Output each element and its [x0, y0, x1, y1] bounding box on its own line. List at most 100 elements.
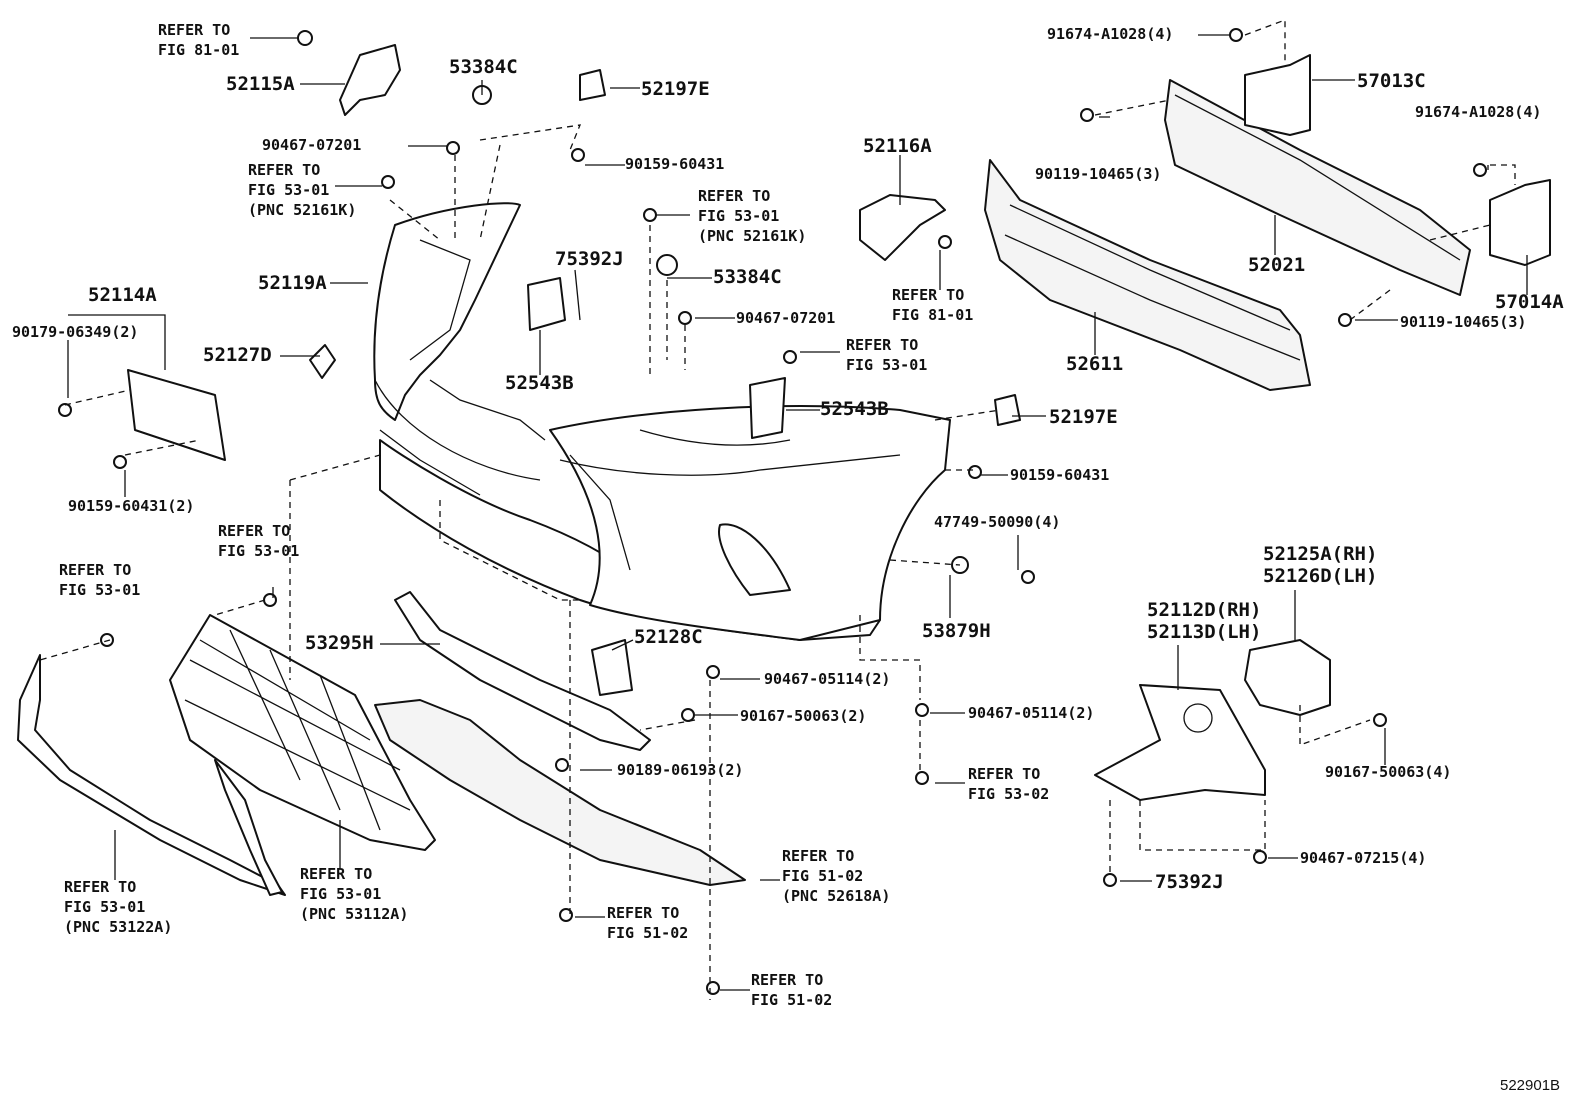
fig-ref: FIG 51-02 — [782, 867, 864, 885]
refer-fig-53-01-pnc-52161k-left: REFER TO FIG 53-01 (PNC 52161K) — [248, 160, 356, 220]
license-bracket-shape — [127, 369, 226, 461]
refer-fig-53-01-grille-bolt: REFER TO FIG 53-01 — [218, 521, 299, 561]
part-75392j-mid: 75392J — [555, 248, 624, 270]
part-52116a: 52116A — [863, 135, 932, 157]
part-52543b-left: 52543B — [505, 372, 574, 394]
hook-cover-52127d-shape — [309, 344, 336, 379]
assembly-lines — [39, 19, 1516, 1000]
fasteners — [58, 28, 1487, 995]
part-90467-07215: 90467-07215(4) — [1300, 849, 1427, 867]
fog-cover-hole-shape — [1183, 703, 1213, 733]
part-52114a: 52114A — [88, 284, 157, 306]
bracket-57014a-shape — [1489, 179, 1551, 266]
retainer-52115a-shape — [339, 44, 401, 116]
part-52021: 52021 — [1248, 254, 1306, 276]
under-cover-shape — [374, 699, 746, 886]
part-90467-05114-a: 90467-05114(2) — [764, 670, 891, 688]
part-90167-50063-b: 90167-50063(4) — [1325, 763, 1452, 781]
clip-52197e-top-shape — [579, 69, 606, 101]
part-47749-50090: 47749-50090(4) — [934, 513, 1061, 531]
pnc-ref: (PNC 52161K) — [248, 201, 357, 219]
part-52543b-right: 52543B — [820, 398, 889, 420]
fog-cover-shape — [1094, 684, 1266, 801]
refer-line: REFER TO — [782, 847, 855, 865]
refer-fig-53-01-upper-right: REFER TO FIG 53-01 — [846, 335, 927, 375]
part-52125a-rh: 52125A(RH) — [1263, 543, 1378, 565]
fig-ref: FIG 53-01 — [59, 581, 141, 599]
fig-ref: FIG 53-01 — [218, 542, 300, 560]
fig-ref: FIG 53-01 — [300, 885, 382, 903]
pnc-ref: (PNC 53112A) — [300, 905, 409, 923]
part-53879h: 53879H — [922, 620, 991, 642]
part-90467-07201-left: 90467-07201 — [262, 136, 362, 154]
part-53384c-mid: 53384C — [713, 266, 782, 288]
fig-ref: FIG 81-01 — [892, 306, 974, 324]
part-90159-60431-2: 90159-60431(2) — [68, 497, 195, 515]
part-52197e-top: 52197E — [641, 78, 710, 100]
part-90189-06193: 90189-06193(2) — [617, 761, 744, 779]
refer-fig-51-02-pnc-52618a: REFER TO FIG 51-02 (PNC 52618A) — [782, 846, 890, 906]
refer-fig-51-02-bottom: REFER TO FIG 51-02 — [751, 970, 832, 1010]
refer-fig-53-01-molding-bolt: REFER TO FIG 53-01 — [59, 560, 140, 600]
part-53295h: 53295H — [305, 632, 374, 654]
part-52127d: 52127D — [203, 344, 272, 366]
refer-line: REFER TO — [846, 336, 919, 354]
hook-cover-52128c-shape — [591, 639, 633, 696]
refer-line: REFER TO — [892, 286, 965, 304]
radiator-grille-shape — [169, 614, 436, 851]
clip-52197e-right-shape — [994, 394, 1021, 426]
refer-fig-53-01-pnc-53122a: REFER TO FIG 53-01 (PNC 53122A) — [64, 877, 172, 937]
part-90159-60431-right: 90159-60431 — [1010, 466, 1110, 484]
part-52126d-lh: 52126D(LH) — [1263, 565, 1378, 587]
pad-52543b-right-shape — [749, 377, 786, 439]
part-52112d-rh: 52112D(RH) — [1147, 599, 1262, 621]
refer-line: REFER TO — [218, 522, 291, 540]
bumper-cover-shape — [373, 202, 951, 641]
fog-bracket-shape — [1244, 639, 1331, 716]
part-90467-07201-mid: 90467-07201 — [736, 309, 836, 327]
refer-line: REFER TO — [968, 765, 1041, 783]
refer-line: REFER TO — [158, 21, 231, 39]
part-52113d-lh: 52113D(LH) — [1147, 621, 1262, 643]
part-90467-05114-b: 90467-05114(2) — [968, 704, 1095, 722]
part-90119-10465-top: 90119-10465(3) — [1035, 165, 1162, 183]
refer-fig-81-01-top: REFER TO FIG 81-01 — [158, 20, 239, 60]
pad-52543b-left-shape — [527, 277, 566, 331]
fig-ref: FIG 53-02 — [968, 785, 1050, 803]
refer-line: REFER TO — [751, 971, 824, 989]
pnc-ref: (PNC 53122A) — [64, 918, 173, 936]
side-molding-shape — [214, 759, 283, 896]
energy-absorber-shape — [984, 159, 1311, 391]
part-90167-50063-a: 90167-50063(2) — [740, 707, 867, 725]
refer-fig-53-02: REFER TO FIG 53-02 — [968, 764, 1049, 804]
refer-line: REFER TO — [59, 561, 132, 579]
refer-fig-53-01-pnc-53112a: REFER TO FIG 53-01 (PNC 53112A) — [300, 864, 408, 924]
fig-ref: FIG 81-01 — [158, 41, 240, 59]
leader-lines — [67, 34, 1528, 991]
fig-ref: FIG 51-02 — [751, 991, 833, 1009]
figure-code: 522901B — [1500, 1077, 1561, 1094]
retainer-52116a-shape — [859, 194, 946, 261]
part-52611: 52611 — [1066, 353, 1124, 375]
part-91674-a1028-right: 91674-A1028(4) — [1415, 103, 1542, 121]
pnc-ref: (PNC 52618A) — [782, 887, 891, 905]
part-52197e-right: 52197E — [1049, 406, 1118, 428]
refer-line: REFER TO — [698, 187, 771, 205]
part-91674-a1028-top: 91674-A1028(4) — [1047, 25, 1174, 43]
part-52128c: 52128C — [634, 626, 703, 648]
bumper-reinforcement-shape — [1164, 79, 1471, 296]
pnc-ref: (PNC 52161K) — [698, 227, 807, 245]
fig-ref: FIG 53-01 — [248, 181, 330, 199]
refer-line: REFER TO — [64, 878, 137, 896]
part-52115a: 52115A — [226, 73, 295, 95]
bumper-lower-grille-shape — [394, 591, 651, 751]
refer-line: REFER TO — [607, 904, 680, 922]
fig-ref: FIG 53-01 — [64, 898, 146, 916]
part-57014a: 57014A — [1495, 291, 1564, 313]
part-53384c-top: 53384C — [449, 56, 518, 78]
part-57013c: 57013C — [1357, 70, 1426, 92]
refer-line: REFER TO — [248, 161, 321, 179]
part-75392j-bottom: 75392J — [1155, 871, 1224, 893]
part-90179-06349: 90179-06349(2) — [12, 323, 139, 341]
